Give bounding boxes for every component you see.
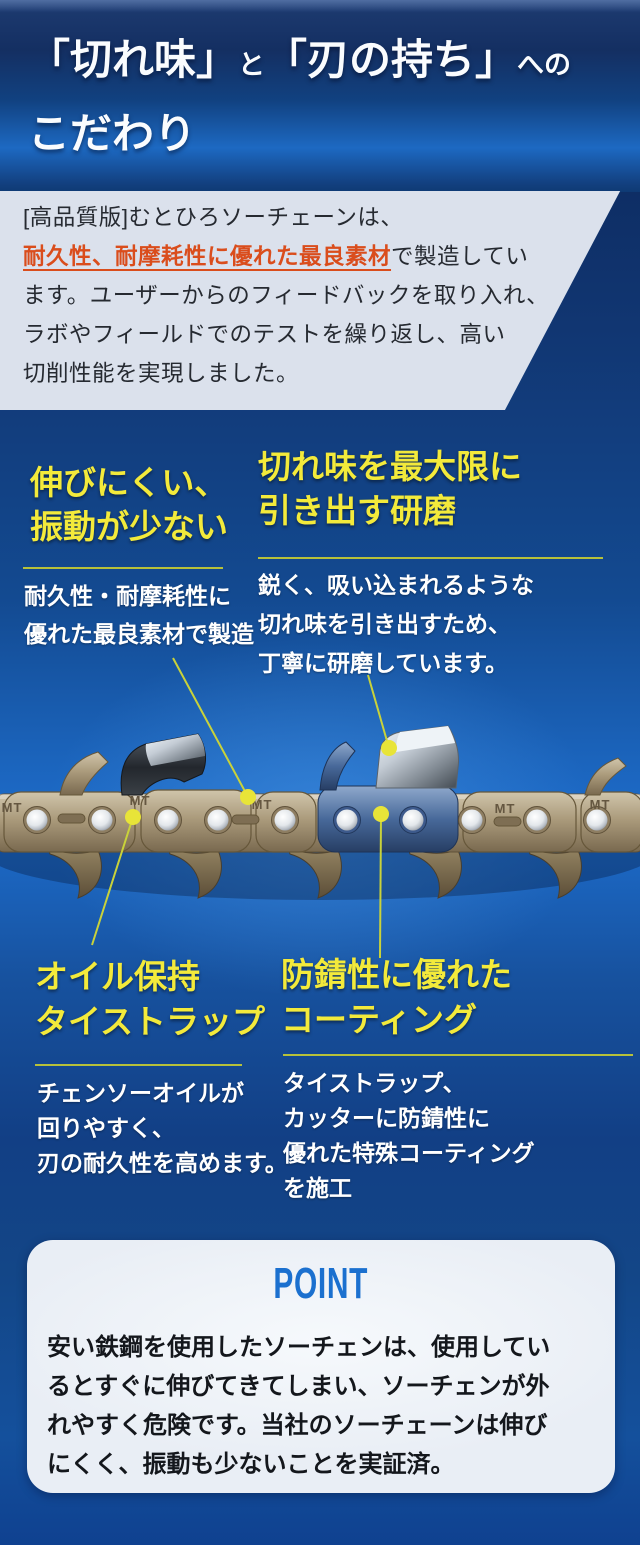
cutter-dark-chrome — [120, 733, 206, 796]
divider-bottom-right — [283, 1054, 633, 1056]
chainsaw-chain-photo: MT MT MT MT MT — [0, 725, 640, 900]
title-part-kireaji: 「切れ味」 — [28, 38, 239, 84]
header-top-strip — [0, 0, 640, 12]
point-title: POINT — [273, 1259, 369, 1308]
point-body: 安い鉄鋼を使用したソーチェンは、使用してい るとすぐに伸びてきてしまい、ソーチェ… — [47, 1334, 551, 1478]
header-band — [0, 0, 640, 192]
intro-line5: 切削性能を実現しました。 — [23, 361, 300, 386]
svg-text:MT: MT — [2, 800, 23, 815]
feature-heading-oil-tie-strap: オイル保持 タイストラップ — [35, 960, 266, 1041]
chain-depth-gauges — [59, 751, 627, 796]
page-title: 「切れ味」と「刃の持ち」への こだわり — [28, 26, 571, 170]
feature-body-oil-tie-strap: チェンソーオイルが 回りやすく、 刃の耐久性を高めます。 — [37, 1080, 288, 1176]
point-box: POINT 安い鉄鋼を使用したソーチェンは、使用してい るとすぐに伸びてきてしま… — [27, 1240, 615, 1493]
intro-line4: ラボやフィールドでのテストを繰り返し、高い — [23, 322, 506, 347]
title-line2: こだわり — [28, 112, 197, 158]
feature-body-rust-coating: タイストラップ、 カッターに防錆性に 優れた特殊コーティング を施工 — [283, 1070, 535, 1201]
intro-line3: ます。ユーザーからのフィードバックを取り入れ、 — [23, 283, 550, 308]
svg-text:MT: MT — [130, 793, 151, 808]
intro-after-em: で製造してい — [391, 244, 529, 269]
intro-box: [高品質版]むとひろソーチェーンは、 耐久性、耐摩耗性に優れた最良素材で製造して… — [0, 191, 621, 410]
chain-oil-slots — [57, 813, 522, 827]
feature-heading-rust-coating: 防錆性に優れた コーティング — [281, 958, 512, 1039]
svg-text:MT: MT — [252, 797, 273, 812]
feature-heading-sharpening: 切れ味を最大限に 引き出す研磨 — [258, 450, 522, 530]
intro-paragraph: [高品質版]むとひろソーチェーンは、 耐久性、耐摩耗性に優れた最良素材で製造して… — [23, 198, 549, 393]
divider-bottom-left — [35, 1064, 242, 1066]
chain-mt-stamps: MT MT MT MT MT — [2, 793, 611, 816]
intro-line1: [高品質版]むとひろソーチェーンは、 — [23, 205, 404, 230]
divider-top-left — [23, 567, 223, 569]
svg-text:MT: MT — [495, 801, 516, 816]
cutter-blue-link — [317, 725, 459, 853]
divider-top-right — [258, 557, 603, 559]
title-part-to: と — [238, 50, 266, 80]
intro-emphasis: 耐久性、耐摩耗性に優れた最良素材 — [23, 244, 392, 269]
chain-rivets — [23, 806, 611, 834]
chain-drive-teeth — [47, 847, 582, 899]
title-part-hanomochi: 「刃の持ち」 — [265, 38, 518, 84]
title-part-heno: への — [517, 50, 572, 80]
svg-text:MT: MT — [590, 797, 611, 812]
feature-body-sharpening: 鋭く、吸い込まれるような 切れ味を引き出すため、 丁寧に研磨しています。 — [258, 572, 534, 676]
feature-heading-low-stretch: 伸びにくい、 振動が少ない — [30, 466, 228, 546]
feature-body-low-stretch: 耐久性・耐摩耗性に 優れた最良素材で製造 — [24, 583, 254, 647]
